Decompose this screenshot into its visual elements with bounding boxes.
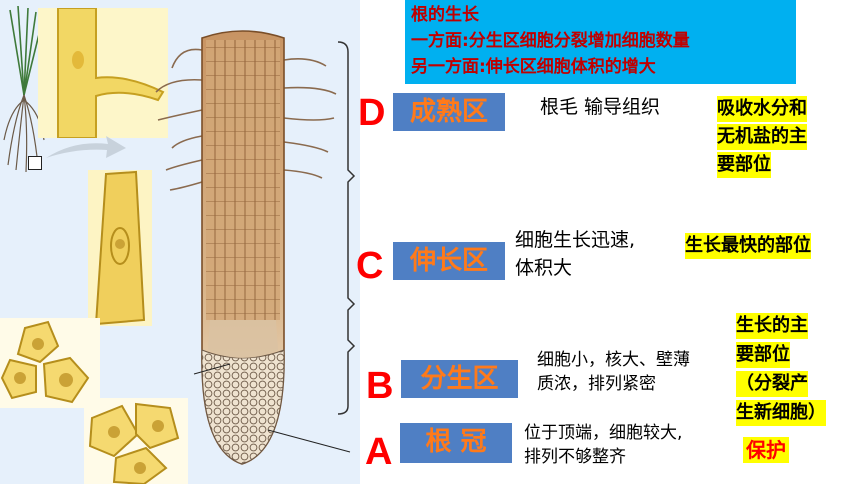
zone-b-description-line: 细胞小，核大、壁薄 <box>537 350 690 370</box>
zone-a-description: 位于顶端，细胞较大, 排列不够整齐 <box>524 421 682 469</box>
root-tip-diagram <box>155 30 351 465</box>
zone-letter-b: B <box>366 365 394 407</box>
zone-a-function: 保护 <box>743 437 789 463</box>
root-cap-cells-illustration <box>84 398 188 484</box>
zone-a-description-line: 排列不够整齐 <box>524 447 626 467</box>
zone-c-function: 生长最快的部位 <box>685 233 811 259</box>
zone-label-root-cap: 根 冠 <box>400 423 512 463</box>
zone-d-description: 根毛 输导组织 <box>540 96 661 118</box>
zone-d-function-line: 无机盐的主 <box>717 124 807 150</box>
zone-letter-c: C <box>356 245 384 287</box>
zoom-marker <box>28 156 42 170</box>
zone-label-meristem: 分生区 <box>401 360 518 398</box>
zone-c-description-line: 细胞生长迅速, <box>515 229 636 251</box>
zone-b-function: 生长的主 要部位 （分裂产 生新细胞） <box>736 313 826 426</box>
summary-line-division: 一方面:分生区细胞分裂增加细胞数量 <box>411 31 690 51</box>
zone-b-function-line: （分裂产 <box>736 371 808 397</box>
root-growth-summary-box: 根的生长 一方面:分生区细胞分裂增加细胞数量 另一方面:伸长区细胞体积的增大 <box>405 0 796 84</box>
zone-b-function-line: 要部位 <box>736 342 790 368</box>
root-hairs <box>155 48 337 191</box>
summary-line-elongation: 另一方面:伸长区细胞体积的增大 <box>411 57 656 77</box>
zone-b-description: 细胞小，核大、壁薄 质浓，排列紧密 <box>537 348 690 396</box>
zone-d-function-line: 要部位 <box>717 152 771 178</box>
zone-d-function-line: 吸收水分和 <box>717 96 807 122</box>
arrow-icon <box>46 136 126 158</box>
zone-brackets <box>337 41 356 415</box>
zone-c-description-line: 体积大 <box>515 257 573 279</box>
summary-title: 根的生长 <box>411 5 479 25</box>
meristem-cells-illustration <box>0 318 100 408</box>
zone-d-function: 吸收水分和 无机盐的主 要部位 <box>717 96 849 178</box>
zone-label-maturation: 成熟区 <box>393 93 505 131</box>
zone-c-description: 细胞生长迅速, 体积大 <box>515 226 635 282</box>
zone-label-elongation: 伸长区 <box>393 242 505 280</box>
zone-letter-d: D <box>358 92 386 134</box>
zone-a-description-line: 位于顶端，细胞较大, <box>524 423 683 443</box>
elongation-cell-illustration <box>88 170 152 326</box>
zone-b-function-line: 生新细胞） <box>736 400 826 426</box>
zone-b-description-line: 质浓，排列紧密 <box>537 374 656 394</box>
root-hair-closeup-illustration <box>38 8 168 138</box>
zone-b-function-line: 生长的主 <box>736 313 808 339</box>
zone-letter-a: A <box>365 431 393 473</box>
